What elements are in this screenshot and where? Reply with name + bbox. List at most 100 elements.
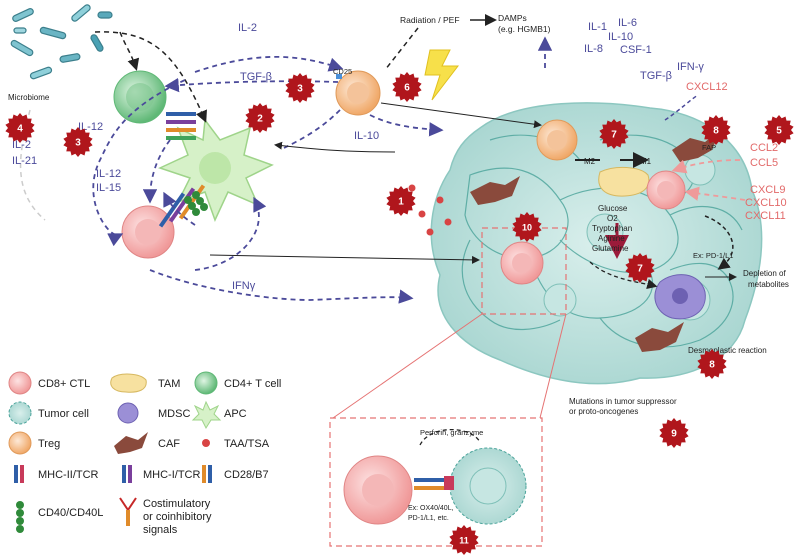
pdl1-label: Ex: PD-1/L1 [693, 251, 733, 260]
step-badge-11: 11 [449, 525, 479, 555]
csf1: CSF-1 [620, 44, 652, 56]
damps-example: (e.g. HGMB1) [498, 24, 551, 34]
badge-star-icon [512, 212, 542, 242]
radiation-label: Radiation / PEF [400, 15, 460, 25]
legend-costim-3: signals [143, 524, 178, 536]
legend-mhc1-icon [122, 465, 132, 483]
il8: IL-8 [584, 43, 603, 55]
cxcl12: CXCL12 [686, 81, 728, 93]
badge-star-icon [764, 115, 794, 145]
cd4-t-cell [113, 70, 167, 124]
cd25-label: CD25 [333, 67, 352, 76]
legend-treg-icon [8, 431, 32, 455]
legend-taa-icon [202, 439, 210, 447]
ifng-bottom: IFNγ [232, 280, 256, 292]
il15: IL-15 [96, 182, 121, 194]
glucose-label: Glucose [598, 204, 628, 213]
badge-number: 3 [297, 84, 303, 95]
glutamine-label: Glutamine [592, 244, 629, 253]
legend-cd4-icon [194, 371, 218, 395]
zoom-box [329, 313, 567, 547]
badge-star-icon [659, 418, 689, 448]
cxcl10: CXCL10 [745, 197, 787, 209]
step-badge-3: 3 [285, 73, 315, 103]
receptor-pairs-cd4 [166, 112, 196, 140]
fap-label: FAP [702, 143, 716, 152]
legend-mhc2: MHC-II/TCR [38, 469, 99, 481]
legend-cd28: CD28/B7 [224, 469, 269, 481]
badge-number: 6 [404, 83, 410, 94]
badge-star-icon [697, 349, 727, 379]
step-badge-4: 4 [5, 113, 35, 143]
microbiome-bacteria [10, 4, 113, 80]
step-badge-7: 7 [625, 253, 655, 283]
il12-b: IL-12 [96, 168, 121, 180]
legend-mhc1: MHC-I/TCR [143, 469, 200, 481]
badge-star-icon [625, 253, 655, 283]
step-badge-9: 9 [659, 418, 689, 448]
badge-star-icon [245, 103, 275, 133]
step-badge-10: 10 [512, 212, 542, 242]
badge-star-icon [701, 115, 731, 145]
legend-cd28-icon [202, 465, 212, 483]
ccl2: CCL2 [750, 142, 778, 154]
badge-number: 11 [459, 536, 469, 546]
legend-costim-2: or coinhibitory [143, 511, 212, 523]
step-badge-2: 2 [245, 103, 275, 133]
tumor-treg [536, 119, 578, 161]
mdsc-cell [654, 274, 706, 320]
metabolites-label: metabolites [748, 280, 789, 289]
badge-star-icon [449, 525, 479, 555]
legend-apc-icon [191, 400, 222, 430]
badge-number: 1 [398, 197, 404, 208]
legend-mdsc: MDSC [158, 408, 190, 420]
il10-right: IL-10 [608, 31, 633, 43]
badge-star-icon [5, 113, 35, 143]
tumor-cd8-right [646, 170, 686, 210]
step-badge-3: 3 [63, 127, 93, 157]
badge-number: 7 [611, 130, 617, 141]
badge-number: 8 [713, 126, 719, 137]
legend-cd4: CD4+ T cell [224, 378, 281, 390]
legend-tumor: Tumor cell [38, 408, 89, 420]
legend-mdsc-icon [117, 402, 139, 424]
il1: IL-1 [588, 21, 607, 33]
tumor-caf-top [672, 130, 720, 162]
il2-top: IL-2 [238, 22, 257, 34]
step-badge-8: 8 [701, 115, 731, 145]
legend-caf: CAF [158, 438, 180, 450]
legend-mhc2-icon [14, 465, 24, 483]
il10-mid: IL-10 [354, 130, 379, 142]
perforin-label: Perforin, granzyme [420, 428, 483, 437]
badge-star-icon [285, 73, 315, 103]
legend-cd40: CD40/CD40L [38, 507, 103, 519]
legend-cd8-icon [8, 371, 32, 395]
badge-number: 10 [522, 223, 532, 233]
caf-bottom [635, 322, 684, 352]
ccl5: CCL5 [750, 157, 778, 169]
cytokine-labels: IL-2 TGF-β IL-10 IL-12 IL-12 IL-15 IL-2 … [12, 17, 787, 292]
desmoplastic-label: Desmoplastic reaction [688, 346, 767, 355]
badge-number: 3 [75, 138, 81, 149]
badge-number: 9 [671, 429, 677, 440]
lightning-icon [424, 49, 460, 101]
damps-label: DAMPs [498, 13, 527, 23]
receptor-pairs-cd8 [158, 184, 208, 228]
ifng-right: IFN-γ [677, 61, 704, 73]
badge-star-icon [599, 119, 629, 149]
cxcl11: CXCL11 [745, 210, 786, 222]
ox40-label: Ex: OX40/40L, [408, 505, 454, 512]
il21: IL-21 [12, 155, 37, 167]
step-badge-6: 6 [392, 72, 422, 102]
annotation-labels: Radiation / PEF DAMPs (e.g. HGMB1) CD25 … [8, 13, 789, 522]
legend-apc: APC [224, 408, 247, 420]
badge-number: 5 [776, 126, 782, 137]
o2-label: O2 [607, 214, 618, 223]
legend: CD8+ CTL TAM CD4+ T cell Tumor cell MDSC… [8, 371, 281, 536]
legend-caf-icon [114, 432, 148, 454]
legend-tam: TAM [158, 378, 180, 390]
badge-star-icon [386, 186, 416, 216]
legend-cd8: CD8+ CTL [38, 378, 90, 390]
